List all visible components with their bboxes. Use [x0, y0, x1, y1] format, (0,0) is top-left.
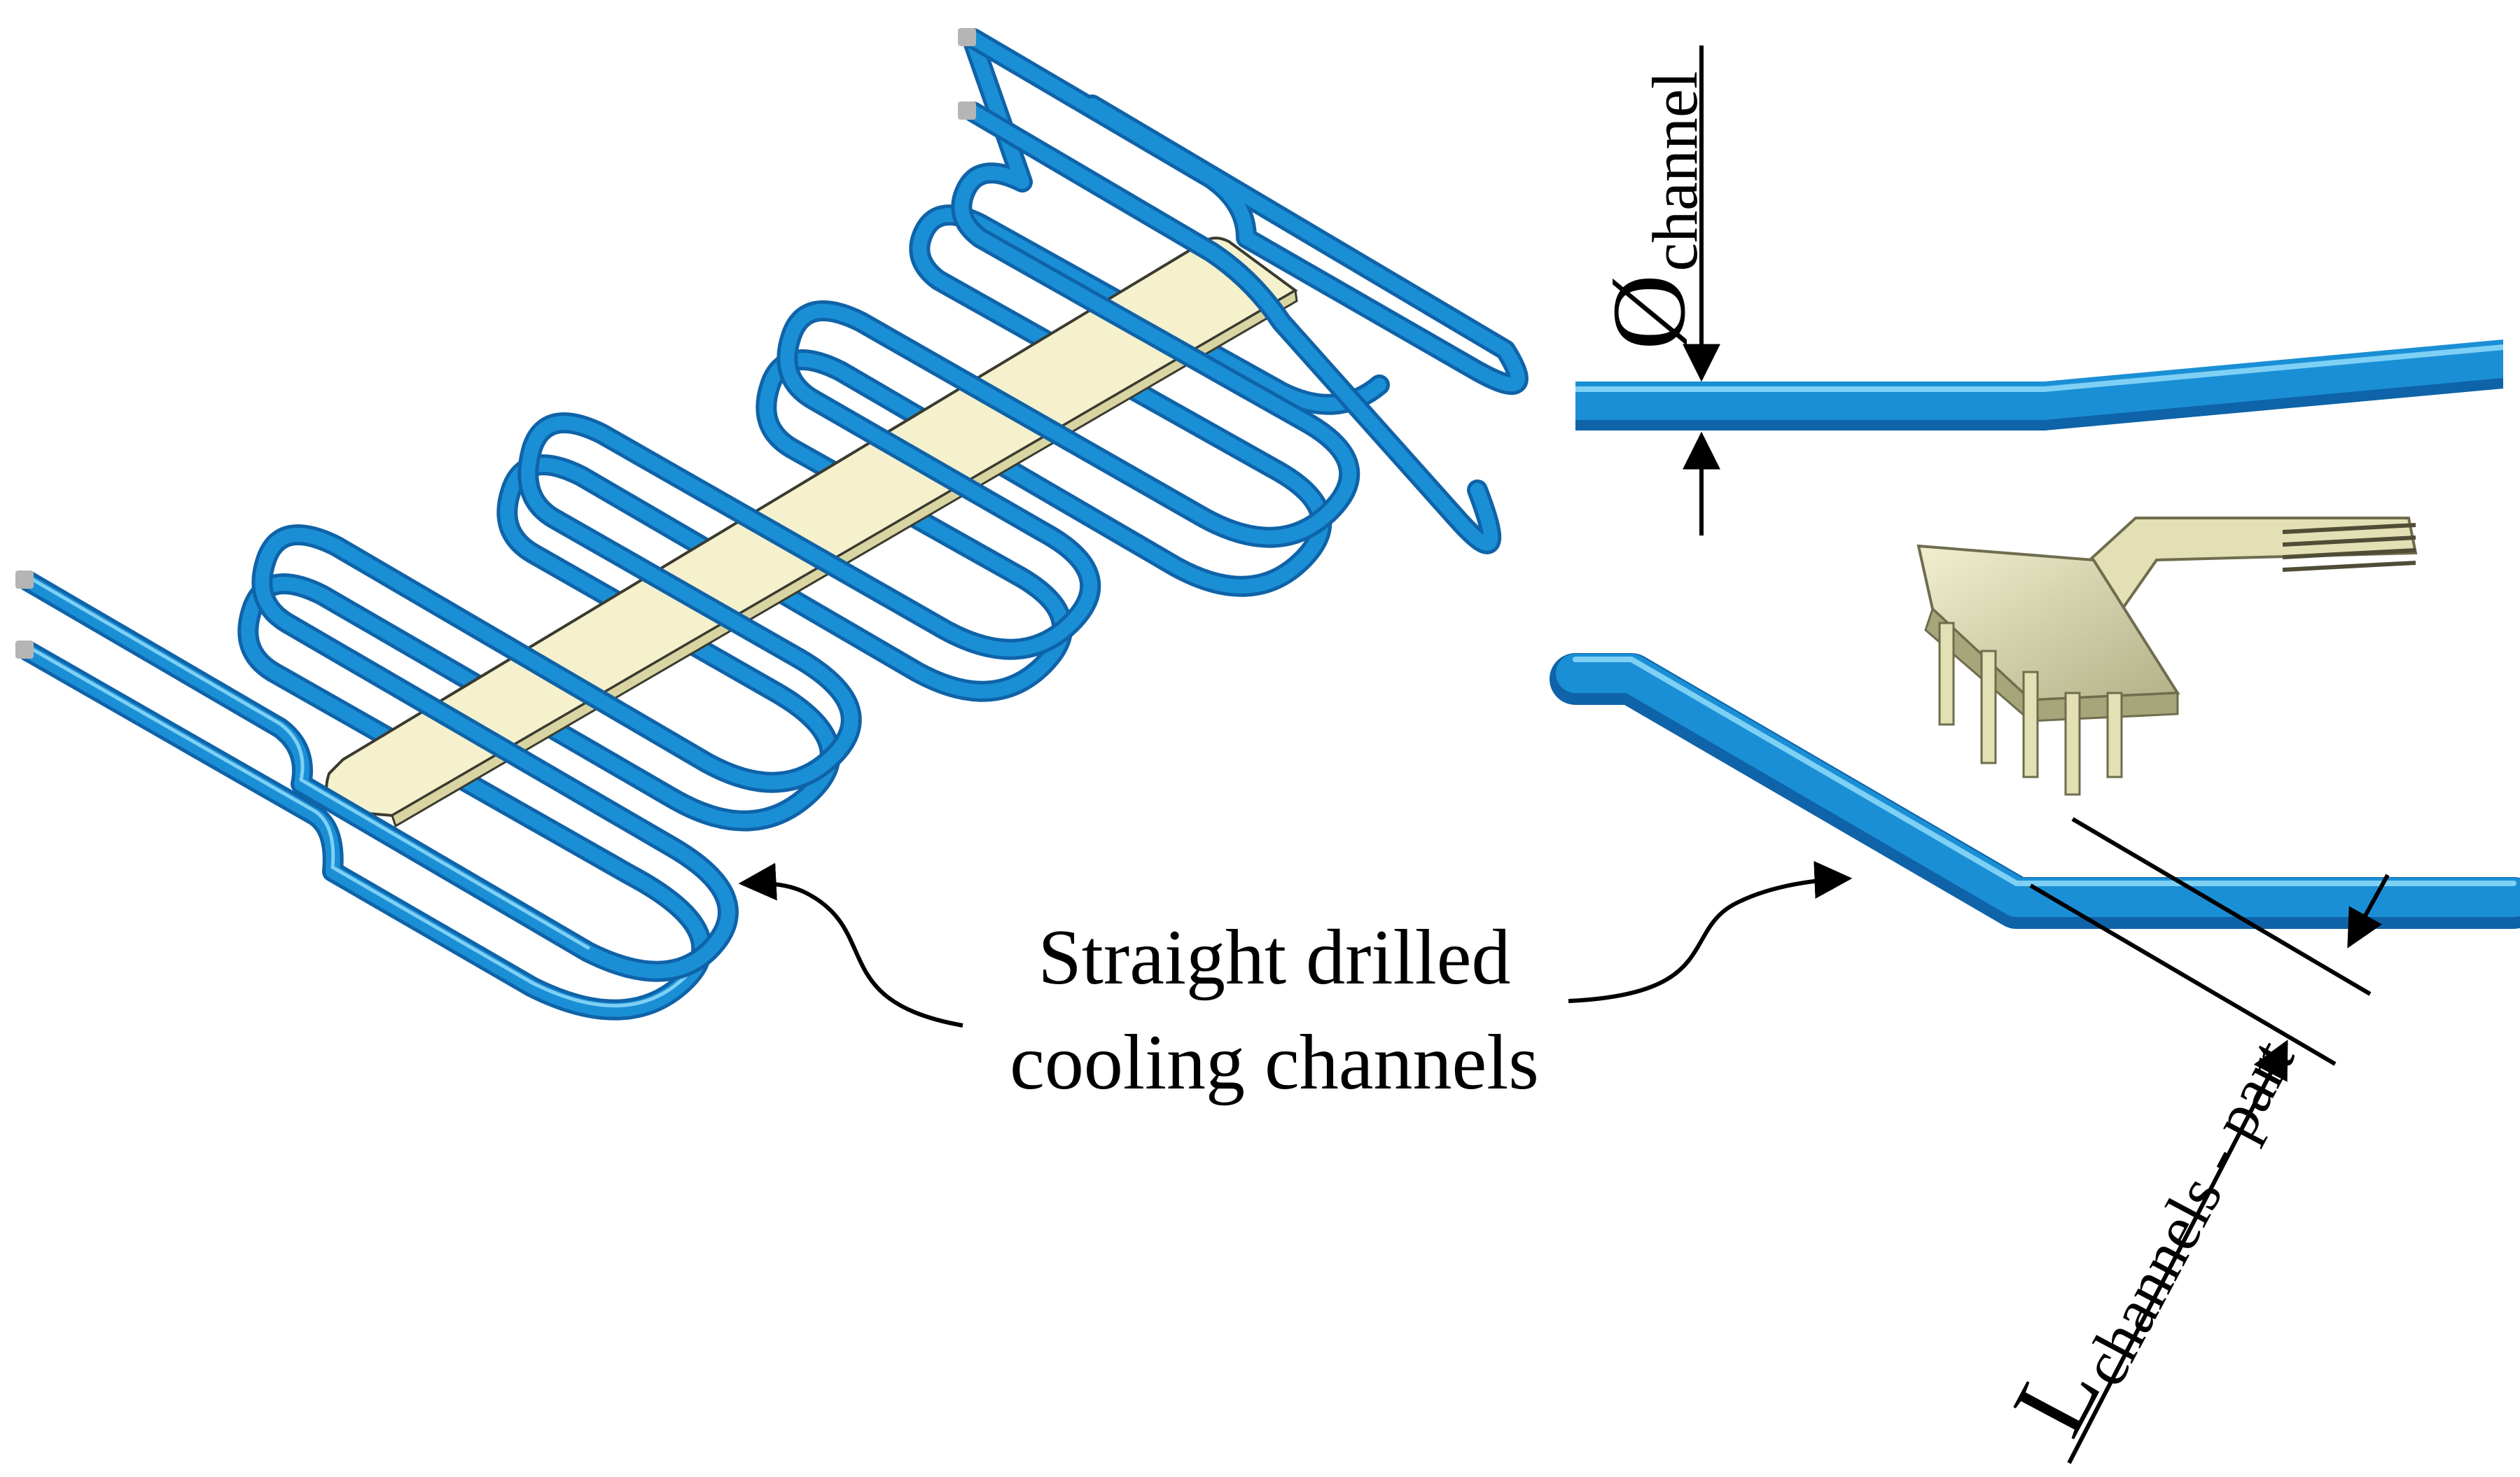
length-subscript: channels - part: [2067, 1028, 2309, 1396]
upper-channel-main: [21, 35, 1357, 979]
caption-line-1: Straight drilled: [1038, 914, 1510, 1001]
upper-channel-dark: [18, 31, 1360, 982]
distance-detail: L channels - part: [1550, 517, 2520, 1464]
part-pin: [1938, 622, 1955, 726]
diameter-label: Ø channel: [1591, 71, 1711, 350]
molded-part: [1916, 517, 2418, 796]
diameter-detail: Ø channel: [1575, 46, 2503, 536]
part-pins: [1938, 622, 2123, 796]
bent-channel-shine: [1573, 657, 2516, 886]
part-contact: [2282, 523, 2416, 534]
straight-channel-segment: [1575, 340, 2503, 430]
part-contact: [2282, 536, 2416, 547]
part-pin: [2106, 692, 2123, 778]
part-contacts: [2282, 523, 2416, 572]
diameter-subscript: channel: [1639, 71, 1711, 272]
serpentine-channel-assembly: [15, 28, 1529, 1021]
end-cap: [15, 570, 34, 589]
straight-channel-shine: [1575, 344, 2503, 392]
length-arrow-top: [2347, 874, 2390, 948]
top-leg-1-main: [966, 31, 1525, 392]
lower-channel-highlight: [26, 645, 688, 1008]
end-cap: [958, 102, 976, 120]
length-label: L channels - part: [1991, 1004, 2309, 1456]
length-arrow-bottom: [2067, 1040, 2288, 1464]
upper-serpentine-channel: [18, 28, 1529, 982]
callout-arrow-left: [738, 862, 963, 1028]
part-pin: [2022, 671, 2039, 778]
part-contact: [2282, 548, 2416, 559]
channel-end-caps: [15, 28, 976, 659]
lower-channel-main: [21, 208, 1386, 1017]
part-contact: [2282, 561, 2416, 572]
caption-line-2: cooling channels: [1010, 1019, 1539, 1106]
part-pin: [1980, 650, 1997, 764]
straight-channel-shade: [1575, 378, 2503, 430]
end-cap: [958, 28, 976, 46]
top-leg-2-main: [966, 105, 1498, 551]
extension-line-channel: [2029, 883, 2337, 1066]
plate-front-edge: [391, 288, 1298, 828]
callout: Straight drilled cooling channels: [738, 860, 1853, 1106]
lower-serpentine-channel: [18, 204, 1390, 1021]
part-pin: [2064, 692, 2081, 796]
bent-channel-main: [1556, 654, 2520, 917]
upper-channel-highlight: [26, 575, 590, 950]
end-cap: [15, 640, 34, 659]
diameter-symbol: Ø: [1591, 274, 1707, 350]
callout-arrow-right: [1568, 860, 1853, 1003]
extension-line-part: [2071, 817, 2372, 996]
